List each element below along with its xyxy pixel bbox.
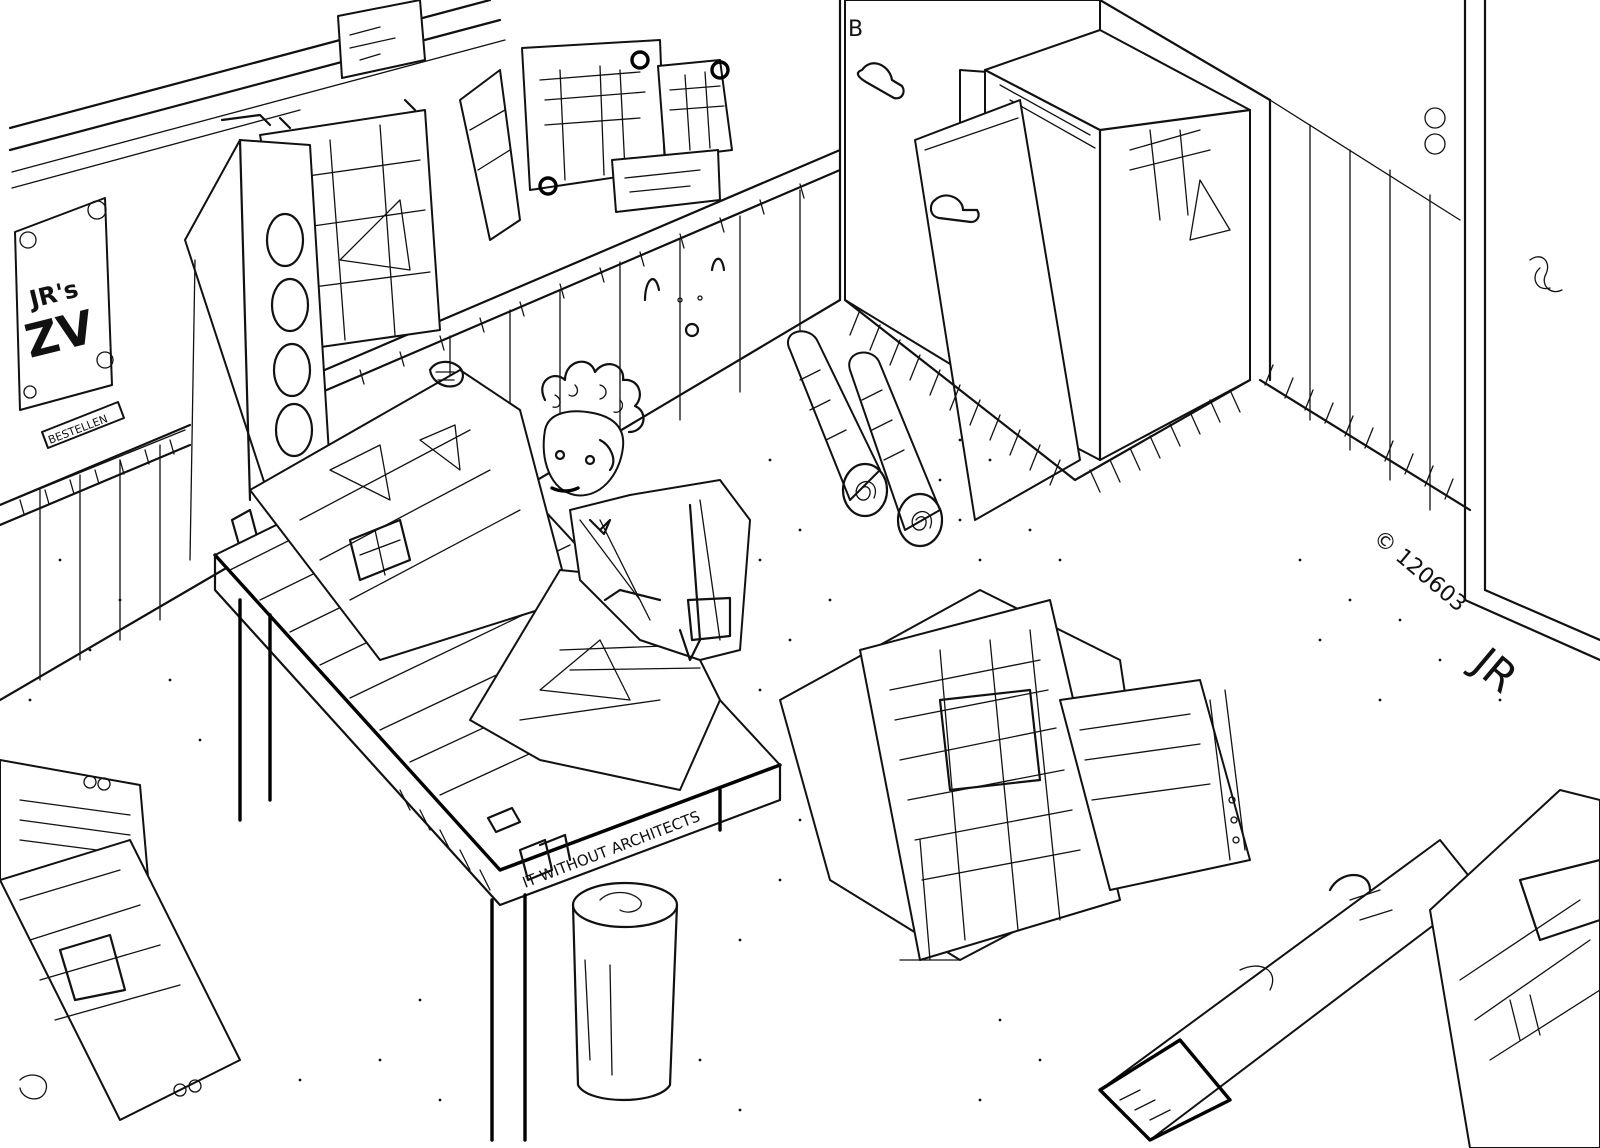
copyright-note: © 120603 bbox=[1368, 525, 1471, 617]
signature: © 120603 JR bbox=[1368, 525, 1527, 702]
cat-doodle bbox=[643, 257, 726, 338]
floor-paper-stack bbox=[779, 589, 1251, 961]
left-floor-sheets bbox=[0, 759, 241, 1121]
architect-figure bbox=[428, 360, 751, 662]
cabinet-letter: B bbox=[848, 17, 863, 42]
drafting-board-stand bbox=[184, 138, 331, 561]
right-floor-items bbox=[1098, 789, 1600, 1148]
signature-initials: JR bbox=[1461, 636, 1527, 702]
flat-file-cabinet: B bbox=[843, 0, 1252, 521]
floor-stipple bbox=[28, 438, 1502, 1112]
poster: JR's ZV BESTELLEN bbox=[14, 197, 125, 449]
waste-basket bbox=[571, 881, 679, 1101]
paper-rolls bbox=[787, 330, 944, 548]
